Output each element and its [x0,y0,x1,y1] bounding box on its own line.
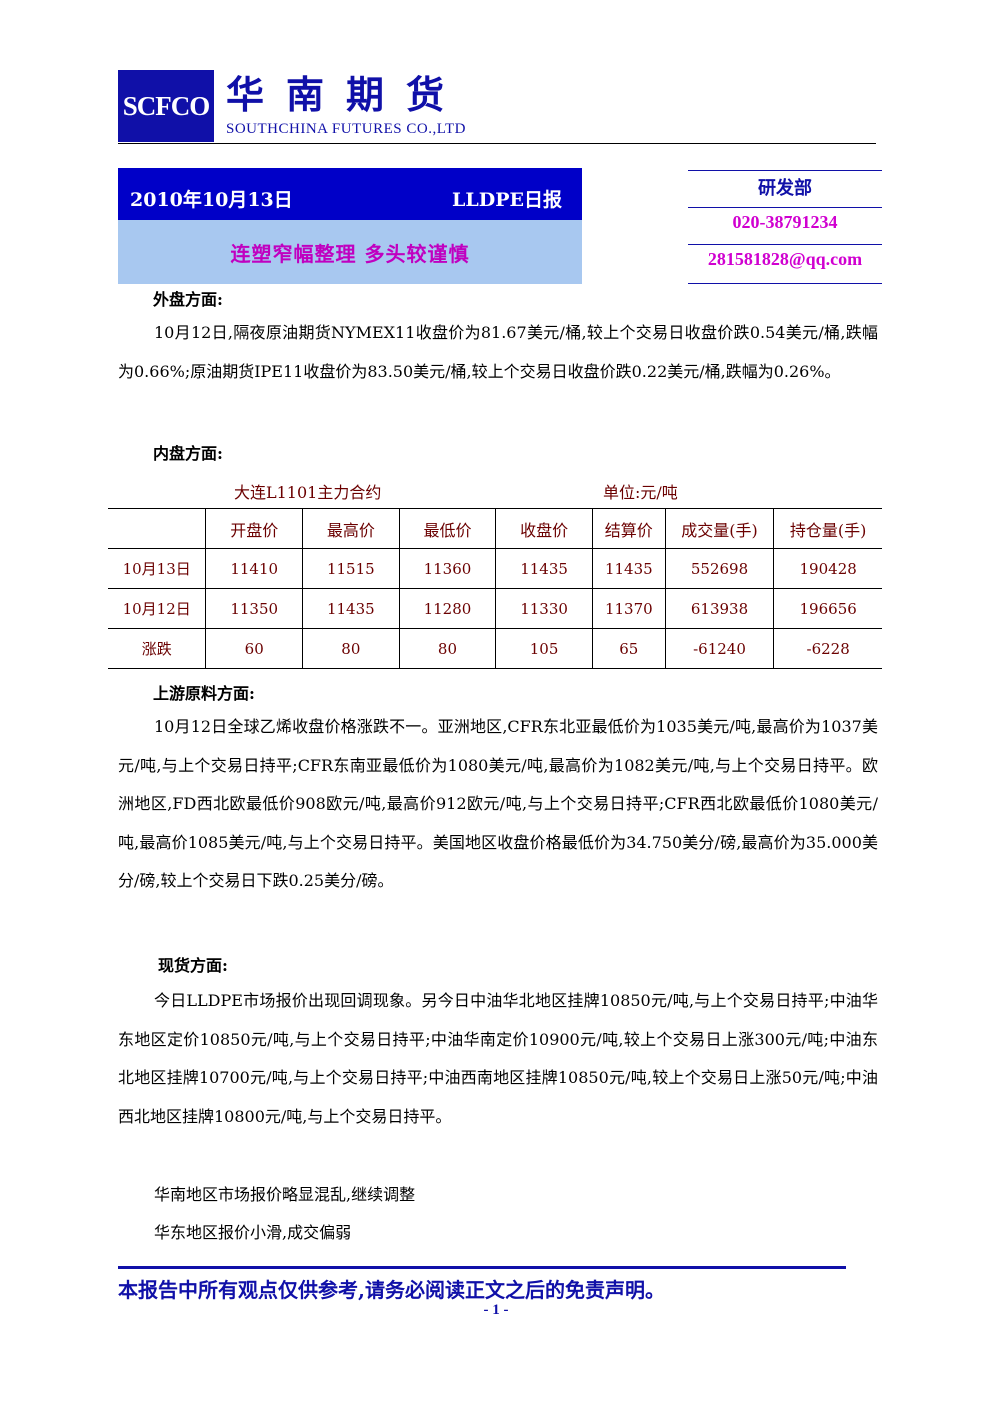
company-name-en: SOUTHCHINA FUTURES CO.,LTD [226,121,466,137]
page-number: - 1 - [483,1302,509,1318]
table-cell: 11360 [398,548,496,589]
table-cell: 80 [302,628,400,669]
table-header-cell: 成交量(手) [664,508,774,549]
section-heading-spot: 现货方面: [158,956,228,975]
table-cell: 涨跌 [108,628,206,669]
table-cell: -61240 [664,628,774,669]
contact-divider [688,244,882,245]
contact-phone: 020-38791234 [732,212,838,232]
table-row: 涨跌 60 80 80 105 65 -61240 -6228 [108,628,882,669]
table-header-cell [108,508,206,549]
report-type: LLDPE日报 [452,189,562,211]
logo-text: SCFCO [122,90,211,121]
table-caption: 大连L1101主力合约 [234,483,382,502]
table-cell: 11350 [205,588,303,629]
paragraph-spot-south: 华南地区市场报价略显混乱,继续调整 [154,1185,416,1204]
table-header-cell: 结算价 [591,508,666,549]
table-cell: 196656 [773,588,882,629]
table-cell: 190428 [773,548,882,589]
section-heading-upstream: 上游原料方面: [153,684,255,703]
table-cell: 11410 [205,548,303,589]
section-heading-foreign: 外盘方面: [153,290,223,309]
company-logo: SCFCO [118,70,214,142]
table-cell: 613938 [664,588,774,629]
table-cell: 552698 [664,548,774,589]
disclaimer: 本报告中所有观点仅供参考,请务必阅读正文之后的免责声明。 [118,1278,665,1302]
contact-divider [688,207,882,208]
table-header-cell: 最低价 [398,508,496,549]
table-cell: 105 [495,628,593,669]
contact-divider [688,283,882,284]
futures-price-table: 开盘价 最高价 最低价 收盘价 结算价 成交量(手) 持仓量(手) 10月13日… [108,508,882,669]
table-cell: 11435 [495,548,593,589]
table-cell: 11435 [302,588,400,629]
table-cell: 11370 [591,588,666,629]
table-cell: 11435 [591,548,666,589]
table-cell: 11515 [302,548,400,589]
paragraph-foreign: 10月12日,隔夜原油期货NYMEX11收盘价为81.67美元/桶,较上个交易日… [118,323,878,381]
report-date: 2010年10月13日 [130,189,293,211]
table-cell: -6228 [773,628,882,669]
department-name: 研发部 [758,178,812,199]
table-cell: 60 [205,628,303,669]
table-header-row: 开盘价 最高价 最低价 收盘价 结算价 成交量(手) 持仓量(手) [108,508,882,549]
header-divider [118,143,876,144]
contact-divider [688,170,882,171]
headline: 连塑窄幅整理 多头较谨慎 [230,241,470,266]
contact-email[interactable]: 281581828@qq.com [707,249,863,269]
table-cell: 80 [398,628,496,669]
paragraph-upstream: 10月12日全球乙烯收盘价格涨跌不一。亚洲地区,CFR东北亚最低价为1035美元… [118,717,878,890]
company-name-cn: 华南期货 [226,72,467,117]
footer-divider [118,1266,846,1269]
table-header-cell: 持仓量(手) [773,508,882,549]
table-header-cell: 收盘价 [495,508,593,549]
report-title-bar: 2010年10月13日 LLDPE日报 [118,168,582,220]
table-cell: 11330 [495,588,593,629]
table-cell: 65 [591,628,666,669]
headline-banner: 连塑窄幅整理 多头较谨慎 [118,220,582,284]
table-header-cell: 开盘价 [205,508,303,549]
table-unit: 单位:元/吨 [603,483,678,502]
table-cell: 11280 [398,588,496,629]
table-cell: 10月13日 [108,548,206,589]
table-cell: 10月12日 [108,588,206,629]
table-row: 10月12日 11350 11435 11280 11330 11370 613… [108,588,882,629]
table-row: 10月13日 11410 11515 11360 11435 11435 552… [108,548,882,589]
paragraph-spot: 今日LLDPE市场报价出现回调现象。另今日中油华北地区挂牌10850元/吨,与上… [118,991,878,1126]
section-heading-domestic: 内盘方面: [153,444,223,463]
table-header-cell: 最高价 [302,508,400,549]
paragraph-spot-east: 华东地区报价小滑,成交偏弱 [154,1223,352,1242]
